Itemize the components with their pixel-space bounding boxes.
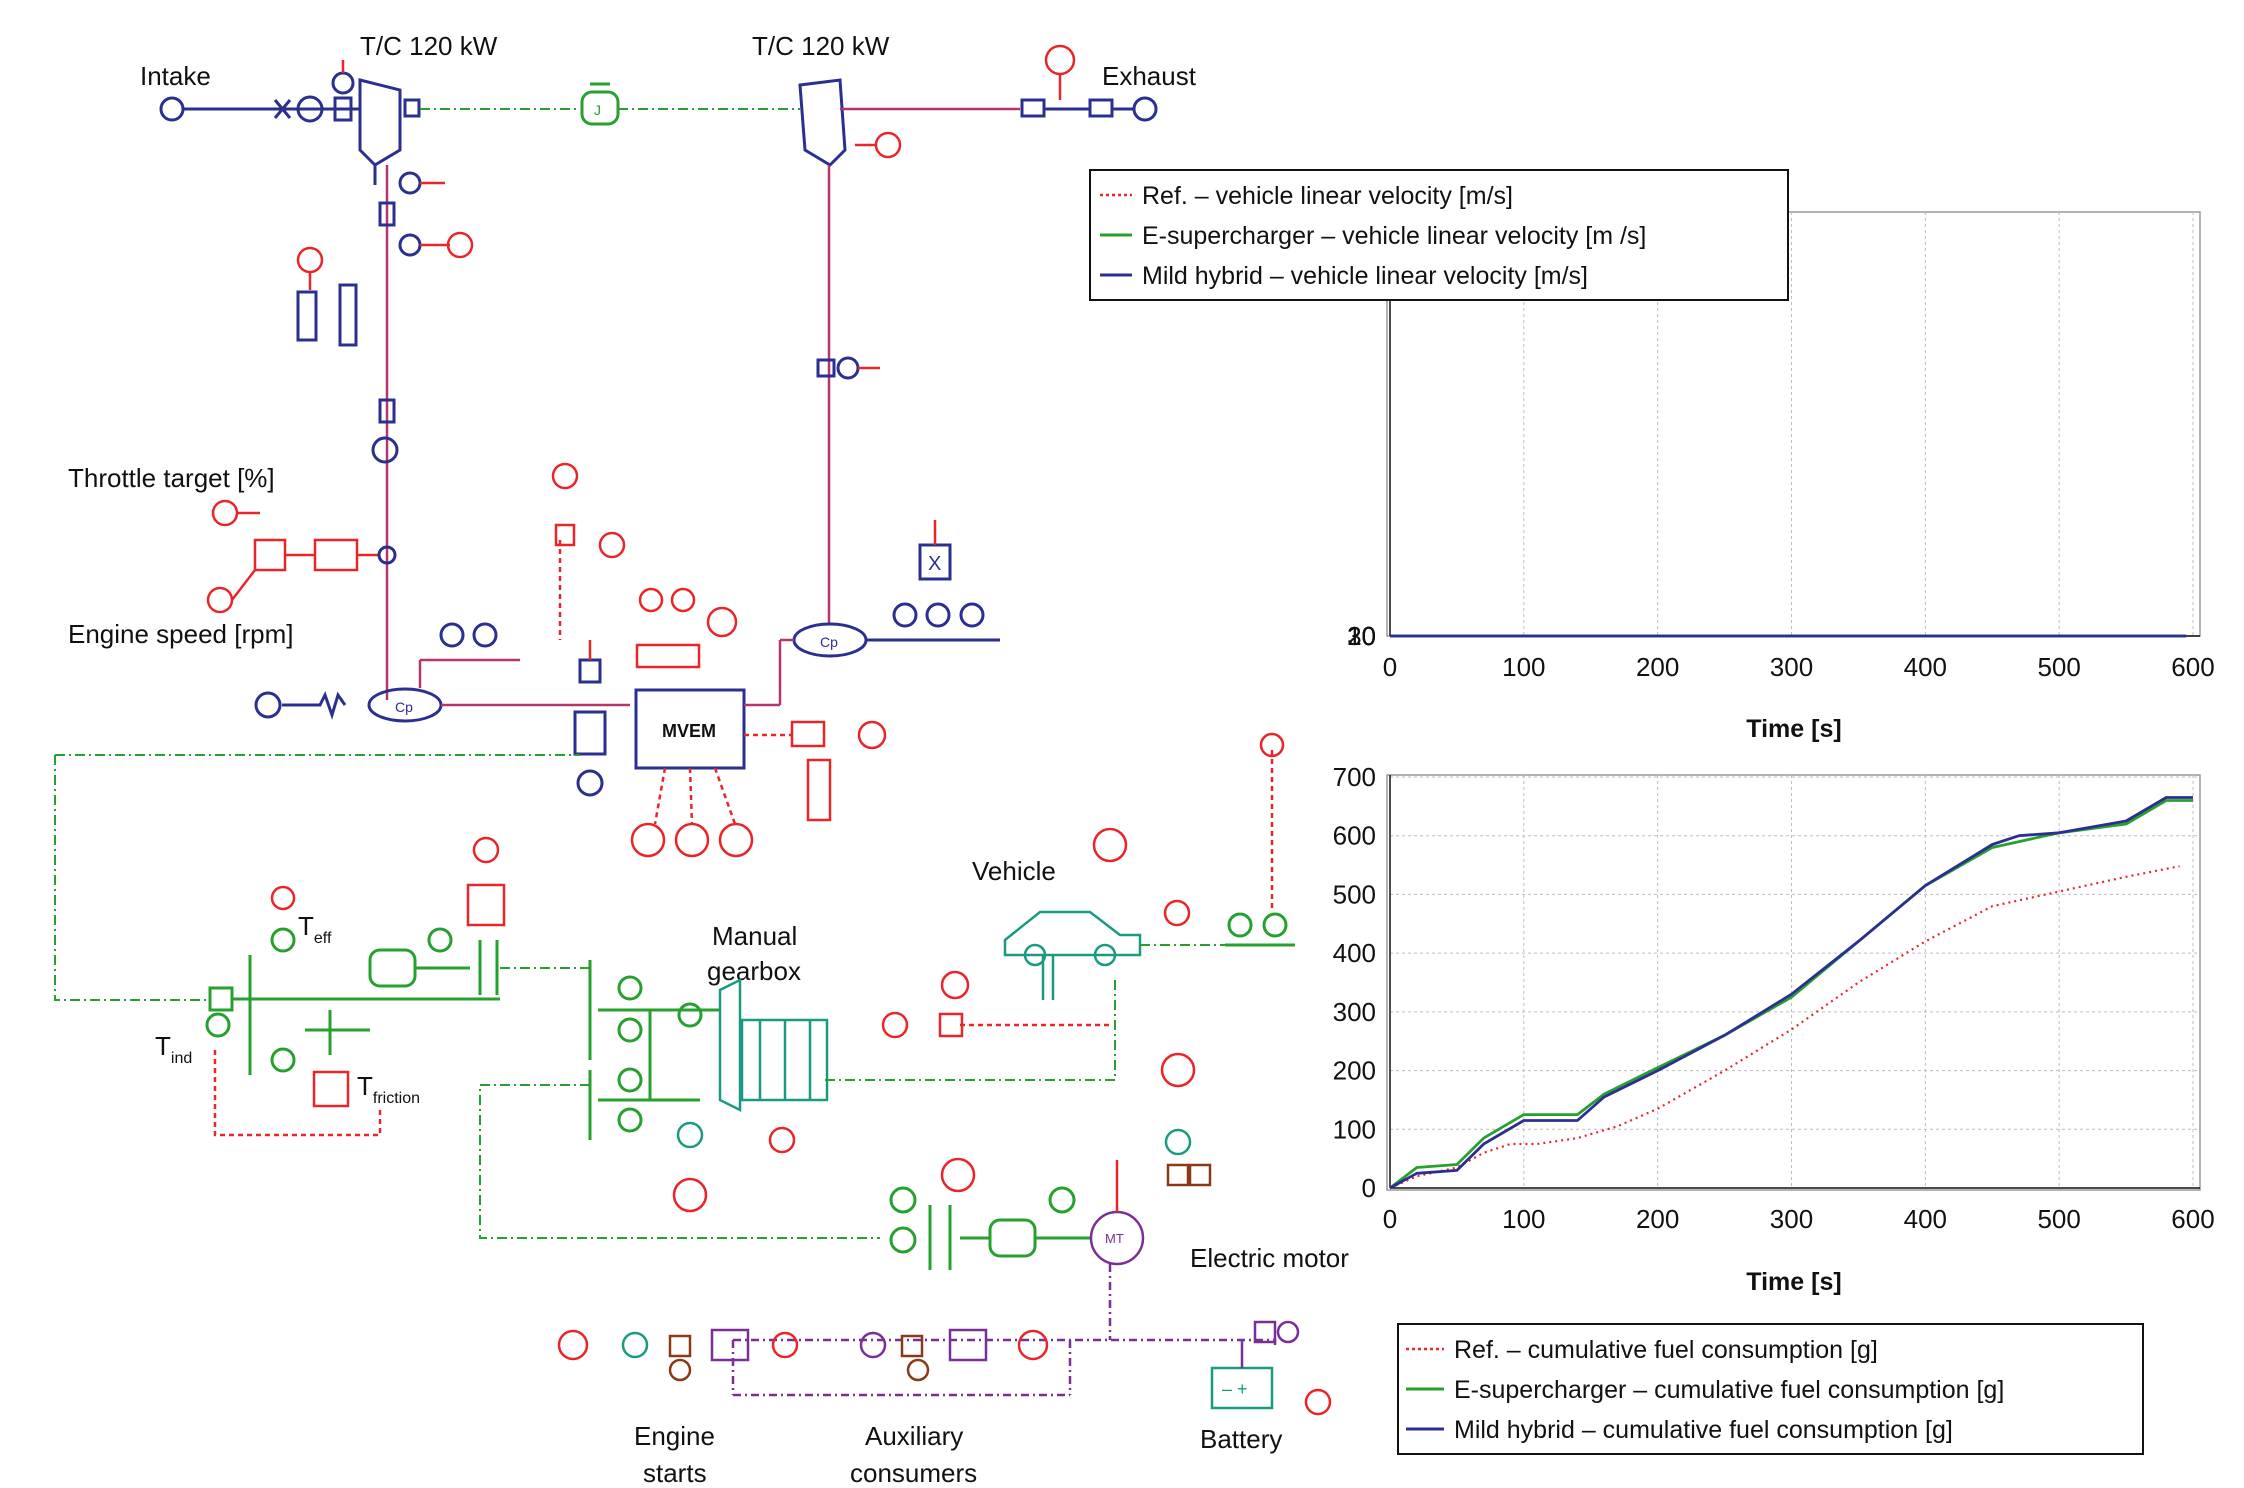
- c2-xtick-label: 600: [2171, 1204, 2214, 1234]
- air-filter-icon: [296, 95, 324, 123]
- t-eff-label: Teff: [298, 911, 332, 947]
- throttle-label: Throttle target [%]: [68, 463, 275, 493]
- c2-xtick-label: 200: [1636, 1204, 1679, 1234]
- legend2-ref: Ref. – cumulative fuel consumption [g]: [1454, 1336, 1878, 1364]
- c1-ytick-label: 10: [1347, 621, 1376, 651]
- c2-ytick-label: 600: [1333, 821, 1376, 851]
- c2-series-2: [1389, 796, 2193, 1190]
- turbocharger-right: [798, 78, 1020, 167]
- svg-text:J: J: [594, 102, 601, 118]
- c2-xtick-label: 0: [1383, 1204, 1397, 1234]
- c1-xtick-label: 600: [2171, 652, 2214, 682]
- clutch: [368, 836, 506, 995]
- chart2-legend: Ref. – cumulative fuel consumption [g] E…: [1397, 1323, 2144, 1455]
- c1-ytick-label: 0: [1362, 621, 1376, 651]
- intake-source-icon: [159, 96, 185, 122]
- electric-motor-label: Electric motor: [1190, 1243, 1349, 1273]
- turbocharger-left: [358, 78, 421, 185]
- intake-manifold: Cp: [254, 622, 630, 723]
- c1-xtick-label: 0: [1383, 652, 1397, 682]
- c2-ytick-label: 700: [1333, 762, 1376, 792]
- vehicle-label: Vehicle: [972, 856, 1056, 886]
- throttle-valve-icon: [371, 436, 399, 464]
- c2-ytick-label: 0: [1362, 1173, 1376, 1203]
- c1-ytick-label: 30: [1347, 621, 1376, 651]
- legend2-mh: Mild hybrid – cumulative fuel consumptio…: [1454, 1416, 1953, 1444]
- legend1-mh: Mild hybrid – vehicle linear velocity [m…: [1142, 262, 1588, 290]
- fuel-chart: 0 100 200 300 400 500 600 700 0 100 200 300 400 500 6…: [1333, 762, 2215, 1455]
- legend1-esc: E-supercharger – vehicle linear velocity…: [1142, 222, 1646, 250]
- gearbox-label-2: gearbox: [707, 956, 801, 986]
- svg-text:MT: MT: [1105, 1231, 1124, 1246]
- c2-ytick-label: 300: [1333, 997, 1376, 1027]
- turbo-shaft-inertia: J: [580, 82, 620, 126]
- svg-text:– +: – +: [1222, 1379, 1248, 1399]
- legend2-esc: E-supercharger – cumulative fuel consump…: [1454, 1376, 2004, 1404]
- c2-xtick-label: 300: [1770, 1204, 1813, 1234]
- mvem-label: MVEM: [662, 721, 716, 741]
- electrical-bus: [731, 1264, 1277, 1397]
- c2-xtick-label: 100: [1502, 1204, 1545, 1234]
- auxiliary-consumers-load: [859, 1328, 1049, 1382]
- electric-motor-drive: MT: [889, 1052, 1212, 1270]
- tc-left-label: T/C 120 kW: [360, 31, 498, 61]
- compressor-icon: [358, 78, 402, 167]
- turbine-icon: [798, 78, 847, 167]
- c2-xtick-label: 400: [1904, 1204, 1947, 1234]
- vehicle-model: [881, 732, 1295, 1039]
- c1-xtick-label: 100: [1502, 652, 1545, 682]
- chart1-xlabel: Time [s]: [1746, 715, 1841, 743]
- exhaust-label: Exhaust: [1102, 61, 1197, 91]
- engine-crank: [205, 885, 500, 1137]
- legend1-ref: Ref. – vehicle linear velocity [m/s]: [1142, 182, 1513, 210]
- t-ind-label: Tind: [155, 1031, 192, 1067]
- intake-path: [159, 60, 360, 123]
- throttle-control: [206, 499, 397, 614]
- t-friction-label: Tfriction: [357, 1071, 420, 1107]
- manual-gearbox: [588, 960, 829, 1213]
- c1-xtick-label: 200: [1636, 652, 1679, 682]
- auxiliary-label-2: consumers: [850, 1458, 977, 1488]
- engine-starts-label-2: starts: [643, 1458, 707, 1488]
- svg-text:Cp: Cp: [820, 634, 838, 650]
- gearbox-label-1: Manual: [712, 921, 797, 951]
- exhaust-manifold: Cp X: [744, 520, 1000, 707]
- battery-label: Battery: [1200, 1424, 1282, 1454]
- auxiliary-label-1: Auxiliary: [865, 1421, 963, 1451]
- engine-speed-label: Engine speed [rpm]: [68, 619, 293, 649]
- tc-right-label: T/C 120 kW: [752, 31, 890, 61]
- svg-text:X: X: [928, 553, 941, 575]
- powertrain-schematic: Intake T/C 120 kW T/C 120 kW Exhaust J: [54, 31, 1349, 1488]
- engine-starts-load: [557, 1328, 799, 1382]
- c2-ytick-label: 500: [1333, 879, 1376, 909]
- c2-ytick-label: 400: [1333, 938, 1376, 968]
- c1-xtick-label: 500: [2037, 652, 2080, 682]
- intercooler: [296, 246, 358, 347]
- c2-ytick-label: 200: [1333, 1056, 1376, 1086]
- c1-ytick-label: 20: [1347, 621, 1376, 651]
- c2-series-0: [1389, 865, 2180, 1190]
- c2-xtick-label: 500: [2037, 1204, 2080, 1234]
- chart2-xlabel: Time [s]: [1746, 1268, 1841, 1296]
- c1-xtick-label: 400: [1904, 652, 1947, 682]
- intake-label: Intake: [140, 61, 211, 91]
- engine-starts-label-1: Engine: [634, 1421, 715, 1451]
- c2-ytick-label: 100: [1333, 1114, 1376, 1144]
- exhaust-sink-icon: [1132, 96, 1158, 122]
- c1-xtick-label: 300: [1770, 652, 1813, 682]
- mvem-block: MVEM: [573, 587, 887, 858]
- car-icon: [1003, 910, 1142, 957]
- chart1-legend: Ref. – vehicle linear velocity [m/s] E-s…: [1089, 169, 1789, 301]
- svg-text:Cp: Cp: [395, 699, 413, 715]
- exhaust-path: [1020, 44, 1158, 122]
- battery-model: – +: [1210, 1320, 1332, 1416]
